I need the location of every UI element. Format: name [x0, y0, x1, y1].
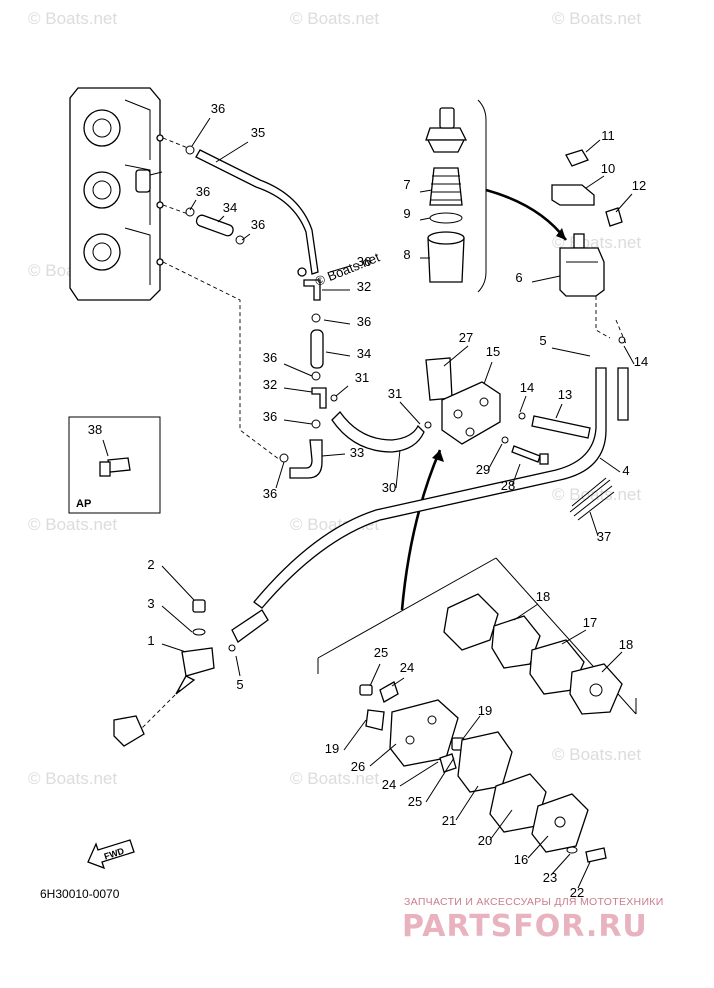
callout-number: 19: [325, 741, 339, 756]
brand-name: PARTSFOR.RU: [402, 909, 648, 944]
callout-number: 8: [403, 247, 410, 262]
fwd-arrow: FWD: [87, 839, 135, 870]
callout-number: 14: [520, 380, 534, 395]
watermark-text: © Boats.net: [290, 9, 379, 28]
callout-number: 1: [147, 633, 154, 648]
callout-number: 29: [476, 462, 490, 477]
diagram-code: 6H30010-0070: [40, 887, 120, 901]
callout-number: 32: [263, 377, 277, 392]
callout-number: 32: [357, 279, 371, 294]
callout-number: 3: [147, 596, 154, 611]
carburetor-assembly: [69, 87, 164, 301]
fuel-filter-components: [425, 99, 487, 293]
callout-number: 11: [601, 128, 615, 143]
callout-number: 14: [634, 354, 648, 369]
callout-number: 26: [351, 759, 365, 774]
watermark-text: © Boats.net: [28, 9, 117, 28]
callout-number: 16: [514, 852, 528, 867]
callout-number: 35: [251, 125, 265, 140]
callout-number: 12: [632, 178, 646, 193]
callout-number: 22: [570, 885, 584, 900]
callout-number: 2: [147, 557, 154, 572]
watermark-text: © Boats.net: [290, 769, 379, 788]
callout-number: 30: [382, 480, 396, 495]
callout-number: 36: [263, 409, 277, 424]
callout-number: 9: [403, 206, 410, 221]
center-watermark: © Boats.net: [313, 249, 382, 289]
callout-number: 19: [478, 703, 492, 718]
fuel-hoses: [162, 137, 432, 479]
pointer-arrows: [400, 188, 568, 611]
callout-number: 17: [583, 615, 597, 630]
callout-number: 31: [355, 370, 369, 385]
fuel-pump-exploded: [317, 557, 637, 863]
ap-inset-box: AP: [68, 416, 161, 514]
callout-number: 18: [536, 589, 550, 604]
callout-number: 31: [388, 386, 402, 401]
callout-number: 5: [236, 677, 243, 692]
callout-number: 18: [619, 637, 633, 652]
callout-number: 34: [223, 200, 237, 215]
callout-number: 13: [558, 387, 572, 402]
callout-number: 21: [442, 813, 456, 828]
fuel-pump-assembly: [253, 336, 629, 609]
callout-number: 7: [403, 177, 410, 192]
watermark-text: © Boats.net: [28, 769, 117, 788]
ap-label: AP: [76, 498, 91, 510]
callout-number: 10: [601, 161, 615, 176]
callout-number: 33: [350, 445, 364, 460]
callout-number: 15: [486, 344, 500, 359]
callout-number: 34: [357, 346, 371, 361]
callout-number: 27: [459, 330, 473, 345]
callout-number: 4: [622, 463, 629, 478]
callout-number: 36: [251, 217, 265, 232]
callout-number: 36: [357, 314, 371, 329]
callout-number: 36: [263, 350, 277, 365]
callout-number: 25: [408, 794, 422, 809]
watermark-text: © Boats.net: [552, 745, 641, 764]
callout-number: 38: [88, 422, 102, 437]
watermark-text: © Boats.net: [28, 515, 117, 534]
callout-number: 24: [382, 777, 396, 792]
callout-number: 36: [357, 254, 371, 269]
callout-number: 37: [597, 529, 611, 544]
fuel-joint: [113, 599, 269, 747]
callout-number: 20: [478, 833, 492, 848]
callout-number: 5: [539, 333, 546, 348]
callout-number: 36: [211, 101, 225, 116]
watermark-text: © Boats.net: [552, 9, 641, 28]
fuel-filter-with-bracket: [551, 149, 627, 345]
callout-number: 23: [543, 870, 557, 885]
callout-number: 25: [374, 645, 388, 660]
callout-number: 36: [263, 486, 277, 501]
watermark-text: © Boats.net: [552, 485, 641, 504]
callout-number: 6: [515, 270, 522, 285]
leader-lines: [102, 117, 635, 889]
brand-tagline: ЗАПЧАСТИ И АКСЕССУАРЫ ДЛЯ МОТОТЕХНИКИ: [404, 896, 664, 908]
callout-number: 36: [196, 184, 210, 199]
callout-number: 24: [400, 660, 414, 675]
callout-number: 28: [501, 478, 515, 493]
